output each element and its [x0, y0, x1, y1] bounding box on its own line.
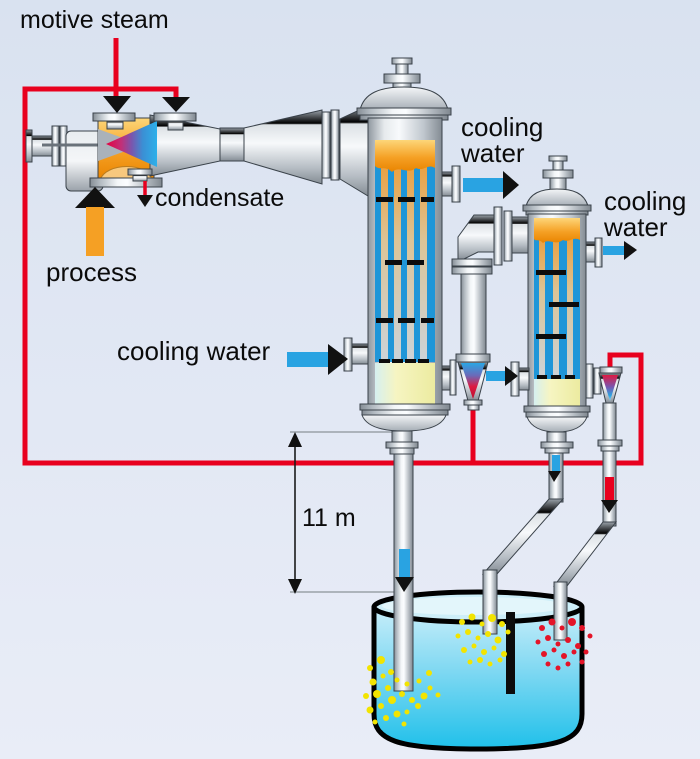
height-dimension: [288, 431, 394, 594]
cooling-water-out-label-1: cooling water: [461, 112, 544, 168]
cooling-water-inlet-nozzle-2: [518, 367, 530, 391]
vapor-zone: [375, 140, 435, 172]
noncondensables-outlet-nozzle-2: [585, 363, 594, 399]
cooling-water-in-arrow: [287, 344, 348, 375]
condenser-baffles: [376, 197, 434, 363]
hotwell-baffle: [506, 612, 515, 694]
condensate-drain-stub: [127, 168, 153, 176]
flow-arrow-down: [552, 455, 560, 471]
condensate-zone: [375, 363, 435, 404]
cooling-water-in-label: cooling water: [117, 336, 271, 366]
top-head: [359, 86, 449, 111]
dimension-arrow-up: [288, 432, 302, 447]
top-vent-nozzle-2: [542, 169, 574, 179]
barometric-height-label: 11 m: [302, 504, 356, 532]
interstage-assembly: [451, 206, 530, 411]
hot-droplets-red: [535, 618, 593, 671]
cooling-water-inlet-nozzle: [350, 343, 369, 365]
condensate-drip-arrow: [137, 181, 153, 207]
process-inlet-flange: [89, 177, 163, 188]
secondary-ejector-jet: [461, 363, 485, 399]
steam-arrow-2: [162, 97, 190, 112]
suction-stub-cap: [25, 129, 33, 163]
gas-bubbles-yellow-1: [363, 656, 441, 727]
ejector-diffuser: [243, 109, 323, 185]
dimension-arrow-down: [288, 579, 302, 594]
condensate-zone-2: [534, 379, 580, 406]
process-label: process: [46, 257, 138, 287]
ejector-throat: [219, 127, 245, 162]
tertiary-steam-ejector: [598, 366, 623, 404]
hotwell-tank: [371, 589, 585, 752]
secondary-surface-condenser: [510, 155, 603, 454]
steam-jet-cone: [106, 121, 157, 167]
interstage-pipe: [460, 273, 487, 357]
cooling-water-out-arrow-1: [463, 171, 519, 199]
motive-steam-piping: [22, 38, 644, 466]
steam-inlet-stub-2: [153, 112, 197, 122]
condensate-label: condensate: [155, 184, 285, 212]
cooling-water-out-arrow-2: [603, 241, 637, 260]
top-vent-nozzle: [383, 73, 421, 84]
bottom-head-2: [526, 416, 588, 433]
barometric-leg-1: [393, 453, 414, 692]
primary-surface-condenser: [339, 57, 461, 455]
motive-steam-label: motive steam: [20, 6, 169, 34]
steam-arrow-1: [103, 96, 131, 113]
flow-arrow-down: [399, 549, 410, 577]
gas-bubbles-yellow-2: [455, 613, 511, 667]
process-arrow: [75, 187, 115, 256]
condenser-baffles-2: [536, 270, 579, 379]
cooling-water-out-label-2: cooling water: [604, 186, 687, 242]
tertiary-ejector-jet: [602, 375, 618, 401]
cooling-water-in-arrow-2: [486, 366, 518, 386]
exhaust-leg-3: [552, 402, 623, 641]
hot-flow-arrow-down: [605, 477, 614, 500]
primary-steam-ejector: [25, 109, 340, 192]
top-head-2: [525, 188, 589, 207]
steam-inlet-stub-1: [92, 112, 136, 122]
vapor-zone-2: [534, 218, 580, 243]
